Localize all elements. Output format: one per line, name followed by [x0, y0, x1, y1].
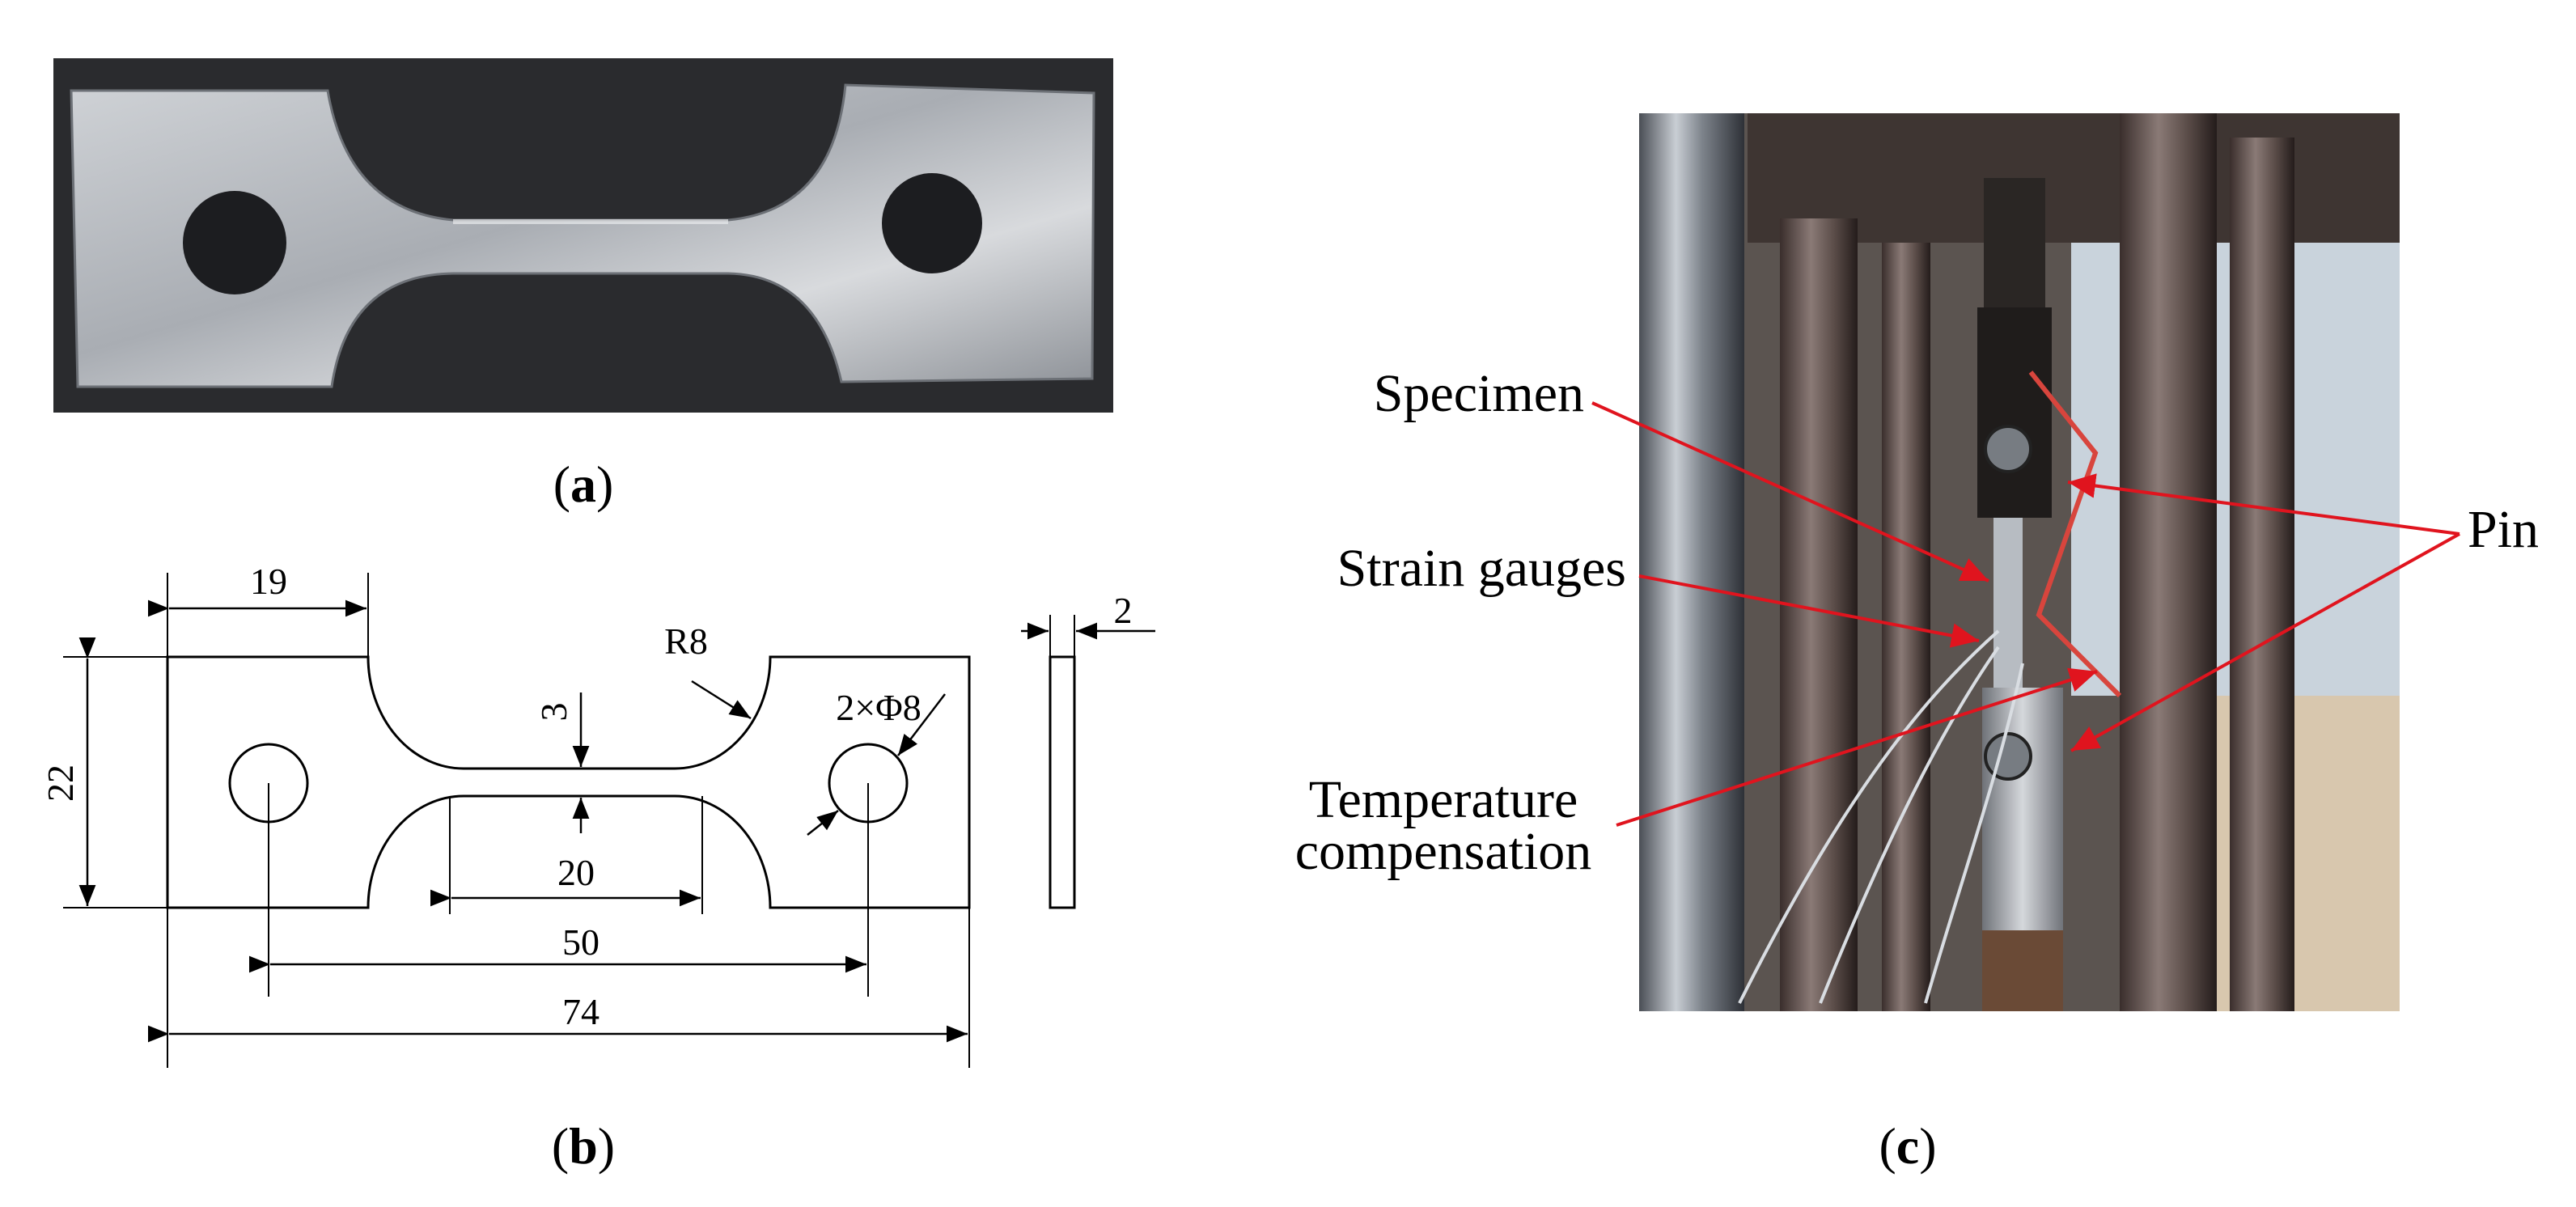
panel-c-labels: Specimen Strain gauges Temperature compe…: [1295, 364, 2539, 881]
arrow-specimen: [1591, 401, 1989, 582]
leader-r8: [691, 680, 752, 720]
specimen-photo-hole-right: [882, 173, 982, 273]
column-left-front: [1639, 113, 1744, 1011]
side-view-thickness: [1049, 655, 1076, 909]
column-right-back: [2230, 138, 2294, 1011]
upper-grip: [1977, 307, 2052, 518]
arrow-pin-upper: [2067, 473, 2460, 536]
leader-hole-top: [897, 693, 946, 756]
threaded-rod: [1984, 178, 2045, 307]
dim-text-20: 20: [557, 852, 595, 893]
arrow-pin-lower: [2070, 532, 2460, 752]
label-compensation: compensation: [1295, 822, 1592, 881]
dim-text-hole-spec: 2×Φ8: [836, 687, 922, 728]
dim-text-50: 50: [562, 921, 600, 963]
dimension-lines: [78, 599, 1155, 1043]
panel-a-photo: [53, 58, 1113, 413]
panel-c-photo: [1639, 113, 2400, 1011]
specimen-in-fixture: [1993, 518, 2023, 696]
caption-a: (a): [553, 455, 614, 513]
specimen-photo-hole-left: [183, 191, 286, 294]
panel-b-dimension-labels: 19 22 R8 3 2×Φ8 20 50 74 2: [40, 561, 1133, 1032]
lower-grip: [1982, 688, 2063, 930]
label-specimen: Specimen: [1374, 364, 1584, 423]
column-right-front: [2120, 113, 2217, 1011]
dim-text-74: 74: [562, 991, 600, 1032]
leader-hole-bottom: [807, 810, 839, 836]
lower-grip-base: [1982, 930, 2063, 1011]
gauge-wires: [1738, 629, 2024, 1004]
caption-b: (b): [552, 1117, 615, 1175]
arrow-temperature-compensation: [1616, 667, 2098, 827]
caption-c: (c): [1879, 1117, 1936, 1175]
label-temperature: Temperature: [1309, 770, 1578, 829]
pin-lower: [1984, 732, 2032, 781]
extension-lines: [63, 573, 1075, 1068]
dim-text-22: 22: [40, 764, 81, 802]
red-wire: [2028, 371, 2122, 698]
panel-c-arrows: [1591, 401, 2460, 827]
specimen-photo-shape: [70, 83, 1095, 388]
panel-b-drawing: [63, 573, 1155, 1068]
pin-upper: [1984, 425, 2032, 473]
arrow-strain-gauges: [1638, 574, 1980, 648]
dim-text-3: 3: [533, 703, 574, 722]
dim-text-19: 19: [250, 561, 287, 602]
dim-text-thickness: 2: [1114, 590, 1133, 631]
label-pin: Pin: [2468, 500, 2539, 559]
dim-text-r8: R8: [664, 620, 708, 662]
label-strain-gauges: Strain gauges: [1337, 539, 1626, 598]
